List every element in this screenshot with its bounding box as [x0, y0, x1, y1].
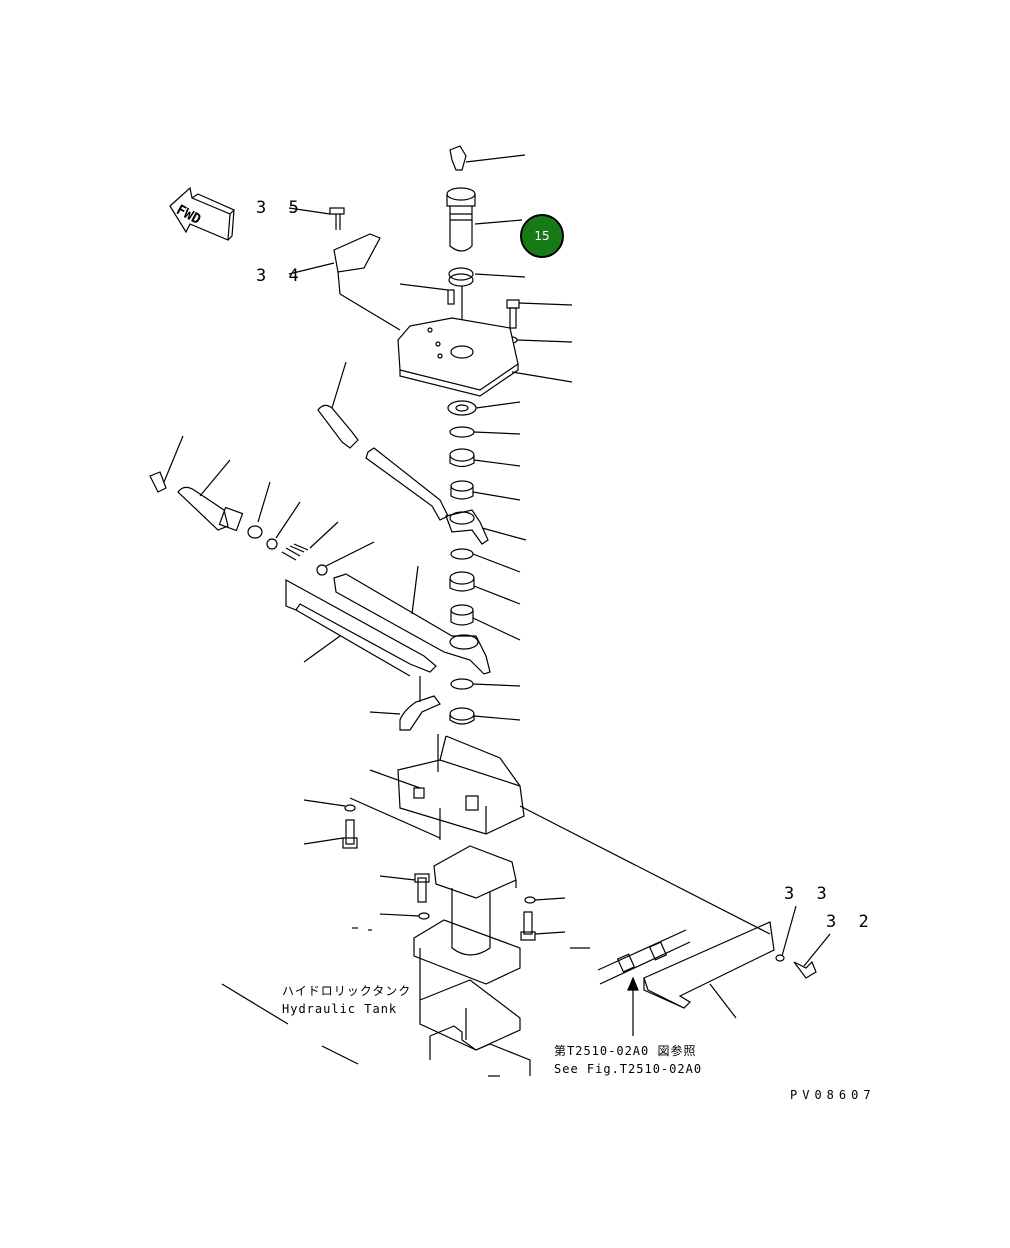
handle-assembly [149, 435, 375, 576]
callout-34: 3 4 [256, 266, 305, 286]
tank-label-en: Hydraulic Tank [282, 1002, 398, 1016]
cable-bracket [643, 921, 775, 1019]
elbow-fitting [449, 145, 526, 171]
pedestal [352, 845, 590, 985]
bolts-32-33 [775, 905, 831, 979]
stack-parts [447, 400, 521, 501]
control-cables [597, 929, 691, 1036]
valve-cylinder [446, 187, 523, 252]
link-plate [369, 676, 441, 731]
bolt-35 [288, 207, 345, 230]
ref-label-en: See Fig.T2510-02A0 [554, 1062, 703, 1076]
ref-label-jp: 第T2510-02A0 図参照 [554, 1044, 697, 1058]
mounting-plate [397, 317, 573, 397]
small-bolt [506, 299, 573, 344]
shift-arm-2 [333, 565, 491, 675]
figure-code: PV08607 [790, 1088, 876, 1102]
tank-frame [221, 948, 531, 1077]
housing-bolts [303, 799, 358, 849]
callout-33: 3 3 [784, 884, 833, 904]
shift-lever [317, 361, 527, 545]
lower-stack [449, 548, 521, 725]
gear-nut [448, 267, 526, 287]
callout-35: 3 5 [256, 198, 305, 218]
part-15-highlight-badge[interactable]: 15 [520, 214, 564, 258]
bracket-34 [288, 233, 401, 331]
selector-housing [349, 734, 771, 935]
callout-32: 3 2 [826, 912, 875, 932]
tank-label-jp: ハイドロリックタンク [282, 984, 412, 998]
shift-rod [285, 578, 437, 677]
fwd-arrow-icon [169, 186, 236, 241]
